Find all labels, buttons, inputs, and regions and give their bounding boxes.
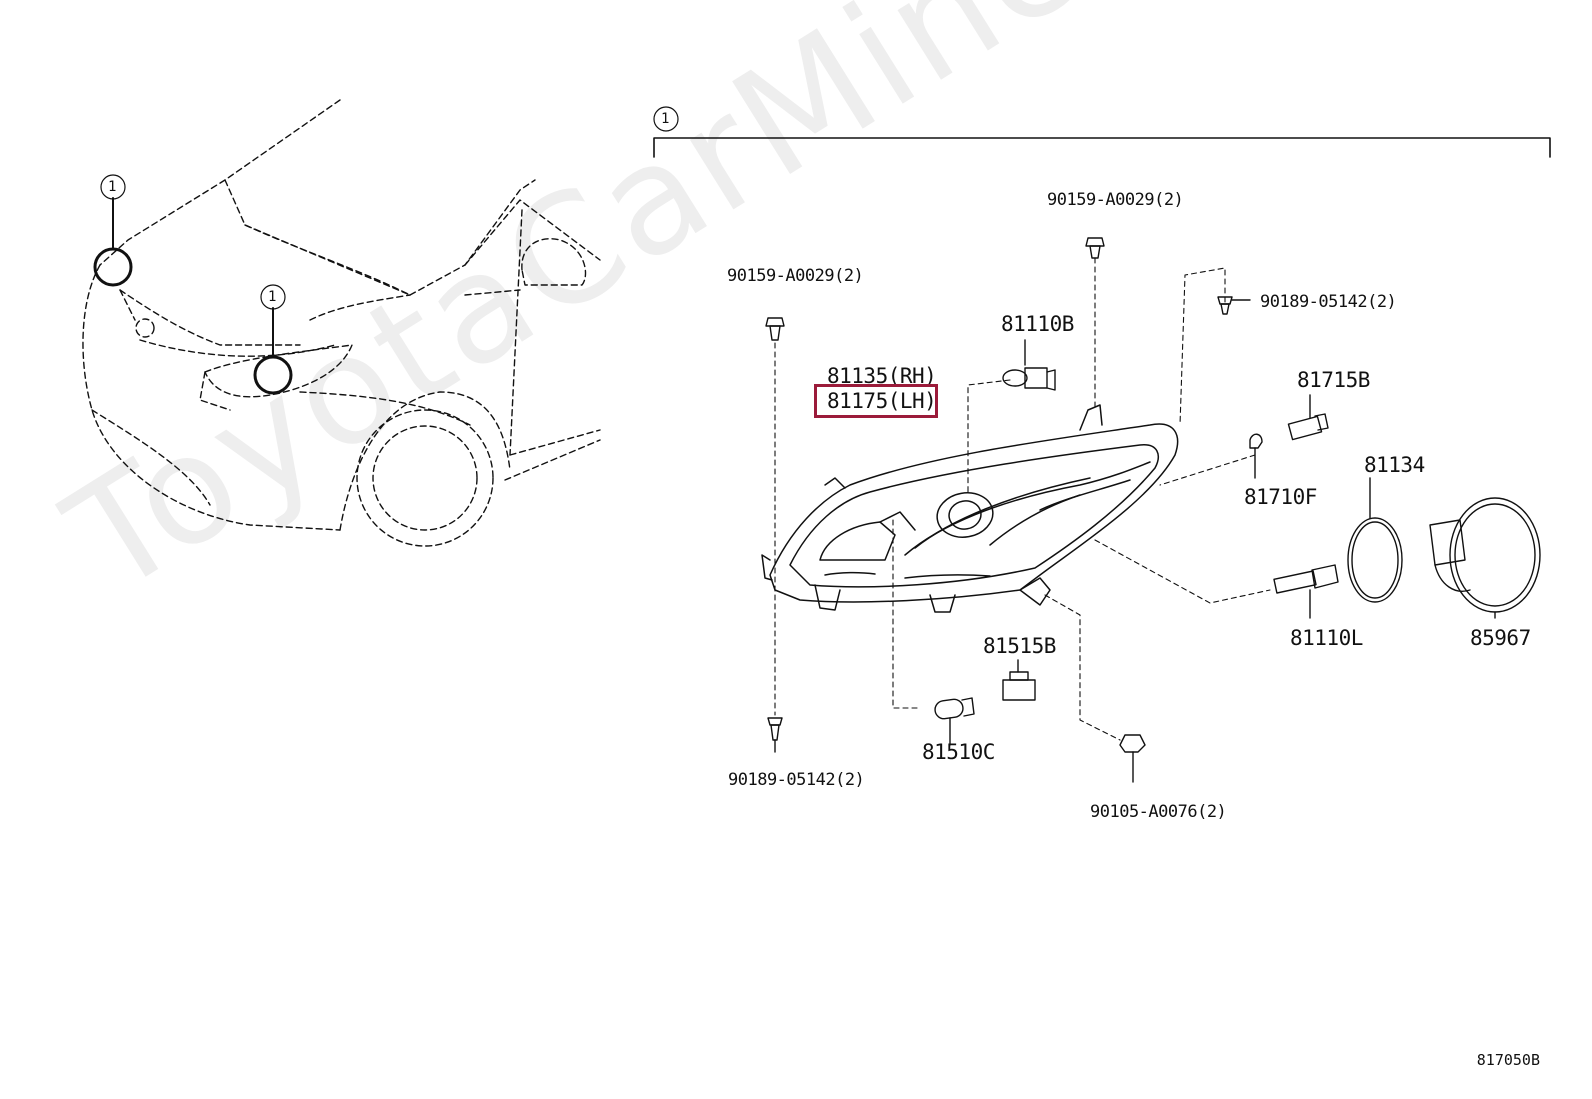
socket-81715b-part xyxy=(1287,394,1329,441)
label-clip-top-right[interactable]: 90189-05142(2) xyxy=(1260,292,1397,312)
label-81710f[interactable]: 81710F xyxy=(1244,485,1317,509)
label-bolt-bottom[interactable]: 90105-A0076(2) xyxy=(1090,802,1227,822)
label-81110l[interactable]: 81110L xyxy=(1290,626,1363,650)
diagram-code: 817050B xyxy=(1476,1051,1540,1069)
label-81715b[interactable]: 81715B xyxy=(1297,368,1370,392)
cap-81710f-part xyxy=(1249,433,1263,479)
label-81134[interactable]: 81134 xyxy=(1364,453,1425,477)
cover-85967-part xyxy=(1429,497,1541,619)
bulb-81110b-part xyxy=(1002,339,1056,391)
car-callouts xyxy=(93,247,293,395)
label-clip-bottom-left[interactable]: 90189-05142(2) xyxy=(728,770,865,790)
clip-top-right-part xyxy=(1217,296,1251,315)
socket-81515b-part xyxy=(1002,659,1036,701)
ref-marker-car-left: 1 xyxy=(108,179,116,195)
bulb-81110l-part xyxy=(1273,564,1339,619)
bulb-81510c-part xyxy=(934,697,975,746)
bolt-bottom-part xyxy=(1119,734,1146,783)
label-85967[interactable]: 85967 xyxy=(1470,626,1531,650)
label-81135-rh[interactable]: 81135(RH) xyxy=(827,364,937,388)
screw-top-part xyxy=(1085,237,1105,259)
label-81175-lh[interactable]: 81175(LH) xyxy=(827,389,937,413)
label-81515b[interactable]: 81515B xyxy=(983,634,1056,658)
group-bracket xyxy=(653,137,1551,158)
label-81110b[interactable]: 81110B xyxy=(1001,312,1074,336)
label-screw-top[interactable]: 90159-A0029(2) xyxy=(1047,190,1184,210)
ref-marker-group: 1 xyxy=(661,111,669,127)
headlamp-assembly xyxy=(761,404,1179,613)
label-screw-left[interactable]: 90159-A0029(2) xyxy=(727,266,864,286)
ref-marker-car-right: 1 xyxy=(268,289,276,305)
highlight-box xyxy=(814,384,938,418)
clip-bottom-left-part xyxy=(767,717,783,753)
car-front-view xyxy=(82,99,601,547)
screw-left-part xyxy=(765,317,785,341)
leader-lines xyxy=(774,257,1271,741)
ring-81134-part xyxy=(1347,477,1403,603)
label-81510c[interactable]: 81510C xyxy=(922,740,995,764)
